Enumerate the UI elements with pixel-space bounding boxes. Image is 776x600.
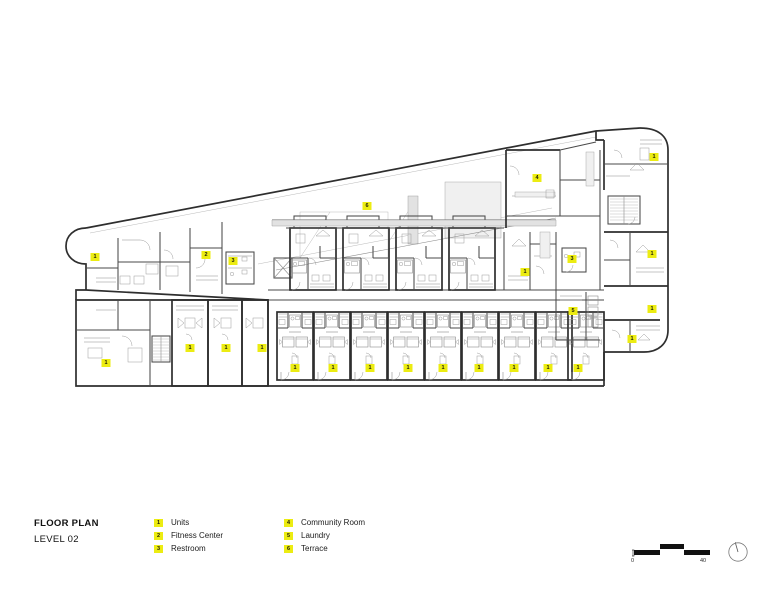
- north-arrow-icon: [727, 541, 749, 563]
- plan-marker-1[interactable]: 1: [365, 364, 375, 372]
- plan-marker-1[interactable]: 1: [649, 153, 659, 161]
- plan-marker-1[interactable]: 1: [509, 364, 519, 372]
- scale-min-label: 0: [631, 558, 635, 564]
- legend-badge-3: 3: [154, 545, 163, 553]
- plan-marker-1[interactable]: 1: [474, 364, 484, 372]
- plan-marker-1[interactable]: 1: [328, 364, 338, 372]
- floor-plan-drawing[interactable]: .w-heavy { fill:none; stroke:#2e2e2e; st…: [0, 0, 776, 470]
- level-subtitle: LEVEL 02: [34, 534, 79, 545]
- legend-badge-1: 1: [154, 519, 163, 527]
- legend-label-6: Terrace: [301, 544, 328, 553]
- plan-marker-1[interactable]: 1: [101, 359, 111, 367]
- legend-label-5: Laundry: [301, 531, 330, 540]
- plan-marker-1[interactable]: 1: [573, 364, 583, 372]
- plan-marker-3[interactable]: 3: [228, 257, 238, 265]
- plan-marker-6[interactable]: 6: [362, 202, 372, 210]
- plan-marker-1[interactable]: 1: [543, 364, 553, 372]
- page-title: FLOOR PLAN: [34, 518, 99, 529]
- plan-marker-1[interactable]: 1: [221, 344, 231, 352]
- legend-badge-2: 2: [154, 532, 163, 540]
- legend-label-3: Restroom: [171, 544, 206, 553]
- legend-label-1: Units: [171, 518, 190, 527]
- plan-marker-1[interactable]: 1: [627, 335, 637, 343]
- legend-badge-6: 6: [284, 545, 293, 553]
- plan-marker-1[interactable]: 1: [403, 364, 413, 372]
- scale-max-label: 40: [700, 558, 707, 564]
- legend-badge-5: 5: [284, 532, 293, 540]
- scale-bar: [632, 542, 710, 560]
- plan-marker-5[interactable]: 5: [568, 307, 578, 315]
- legend-badge-4: 4: [284, 519, 293, 527]
- plan-marker-1[interactable]: 1: [647, 305, 657, 313]
- plan-marker-1[interactable]: 1: [185, 344, 195, 352]
- legend-label-2: Fitness Center: [171, 531, 224, 540]
- title-block: FLOOR PLAN LEVEL 02 1 Units 2 Fitness Cente…: [0, 500, 776, 600]
- plan-marker-2[interactable]: 2: [201, 251, 211, 259]
- plan-marker-1[interactable]: 1: [647, 250, 657, 258]
- plan-marker-3[interactable]: 3: [567, 255, 577, 263]
- plan-marker-1[interactable]: 1: [438, 364, 448, 372]
- plan-marker-1[interactable]: 1: [90, 253, 100, 261]
- plan-marker-1[interactable]: 1: [290, 364, 300, 372]
- plan-marker-4[interactable]: 4: [532, 174, 542, 182]
- legend-label-4: Community Room: [301, 518, 366, 527]
- plan-marker-1[interactable]: 1: [520, 268, 530, 276]
- plan-marker-1[interactable]: 1: [257, 344, 267, 352]
- floor-plan-svg: .w-heavy { fill:none; stroke:#2e2e2e; st…: [65, 127, 669, 387]
